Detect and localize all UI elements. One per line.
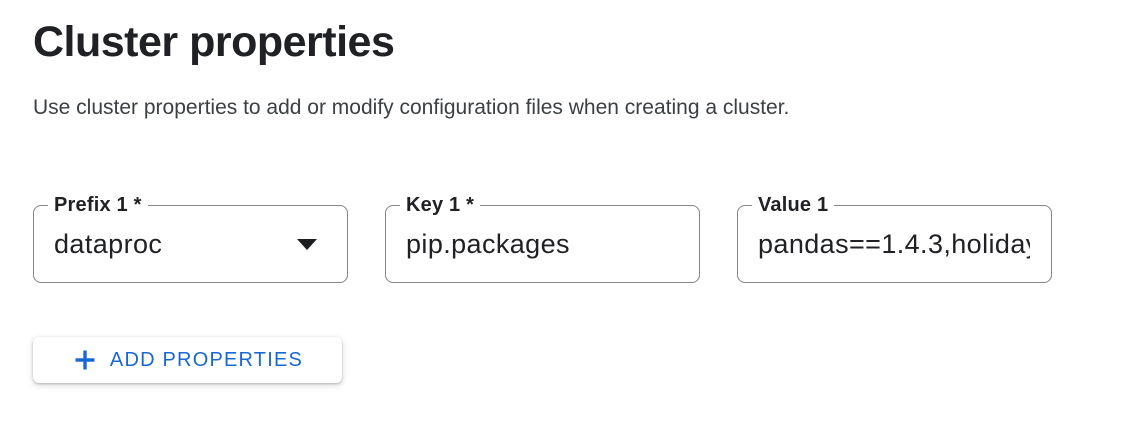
page-description: Use cluster properties to add or modify … [33,96,790,119]
value-field-container: Value 1 [737,192,1052,283]
add-properties-label: ADD PROPERTIES [109,348,304,371]
value-input[interactable] [758,228,1030,260]
value-label: Value 1 [752,192,835,218]
plus-icon [75,350,95,370]
add-properties-button[interactable]: ADD PROPERTIES [33,337,342,383]
key-field-container: Key 1 * [385,192,700,283]
prefix-select[interactable]: Prefix 1 * dataproc [33,192,348,283]
property-row-1: Prefix 1 * dataproc Key 1 * Value 1 [33,192,1052,283]
page-title: Cluster properties [33,18,395,66]
prefix-label: Prefix 1 * [48,192,148,218]
key-label: Key 1 * [400,192,481,218]
prefix-selected-value: dataproc [54,228,163,259]
caret-down-icon [297,238,317,250]
key-input[interactable] [406,228,672,260]
